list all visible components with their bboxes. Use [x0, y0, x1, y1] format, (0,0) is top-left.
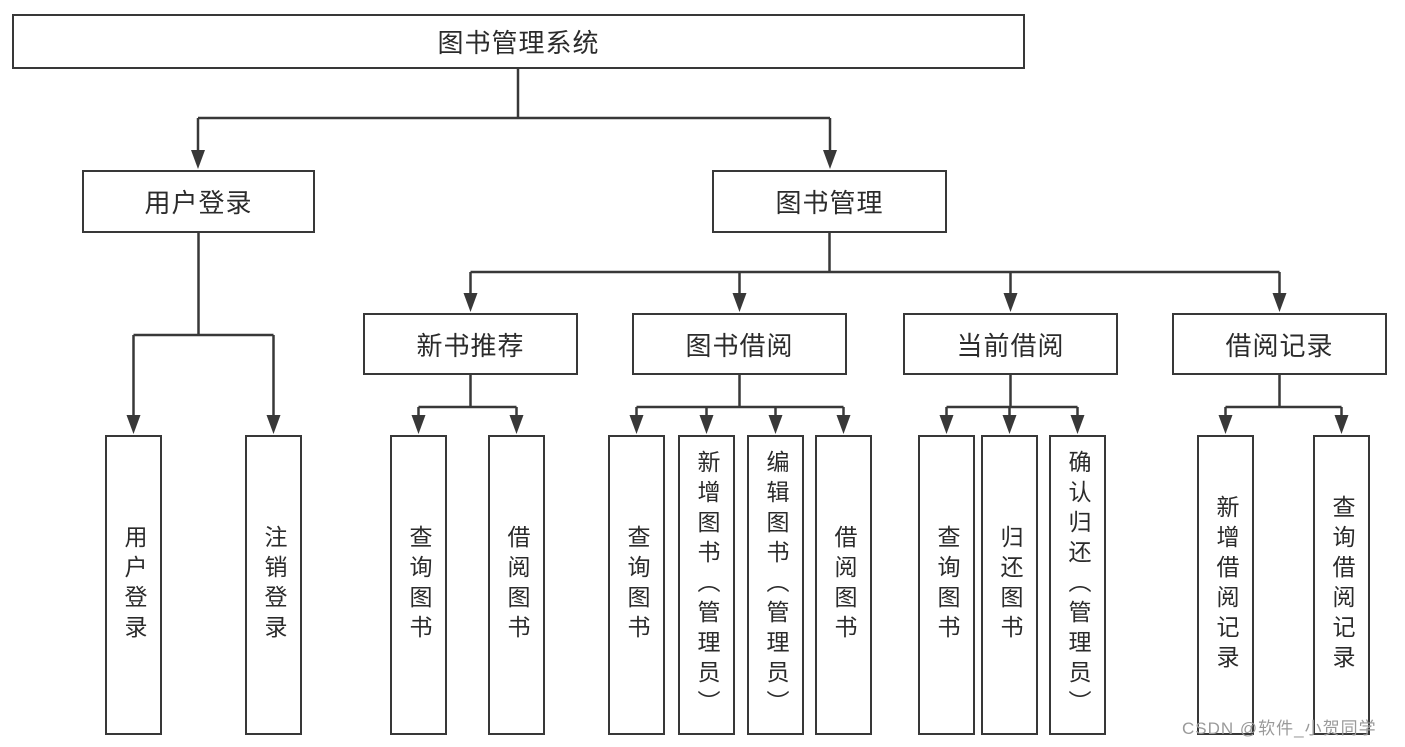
- node-add-book-admin: 新增图书（管理员）: [678, 435, 735, 735]
- node-add-borrow-record: 新增借阅记录: [1197, 435, 1254, 735]
- node-new-book-recommendation: 新书推荐: [363, 313, 578, 375]
- node-query-books-current: 查询图书: [918, 435, 975, 735]
- node-borrow-books-borrow: 借阅图书: [815, 435, 872, 735]
- node-query-borrow-record: 查询借阅记录: [1313, 435, 1370, 735]
- node-book-management: 图书管理: [712, 170, 947, 233]
- node-current-borrowing: 当前借阅: [903, 313, 1118, 375]
- node-return-books: 归还图书: [981, 435, 1038, 735]
- watermark: CSDN @软件_小贺同学: [1182, 719, 1377, 738]
- node-borrowing-records: 借阅记录: [1172, 313, 1387, 375]
- node-logout: 注销登录: [245, 435, 302, 735]
- node-query-books-recommend: 查询图书: [390, 435, 447, 735]
- node-borrow-books-recommend: 借阅图书: [488, 435, 545, 735]
- node-query-books-borrow: 查询图书: [608, 435, 665, 735]
- node-user-login: 用户登录: [82, 170, 315, 233]
- node-book-borrowing: 图书借阅: [632, 313, 847, 375]
- node-library-management-system: 图书管理系统: [12, 14, 1025, 69]
- node-confirm-return-admin: 确认归还（管理员）: [1049, 435, 1106, 735]
- node-user-login-leaf: 用户登录: [105, 435, 162, 735]
- node-edit-book-admin: 编辑图书（管理员）: [747, 435, 804, 735]
